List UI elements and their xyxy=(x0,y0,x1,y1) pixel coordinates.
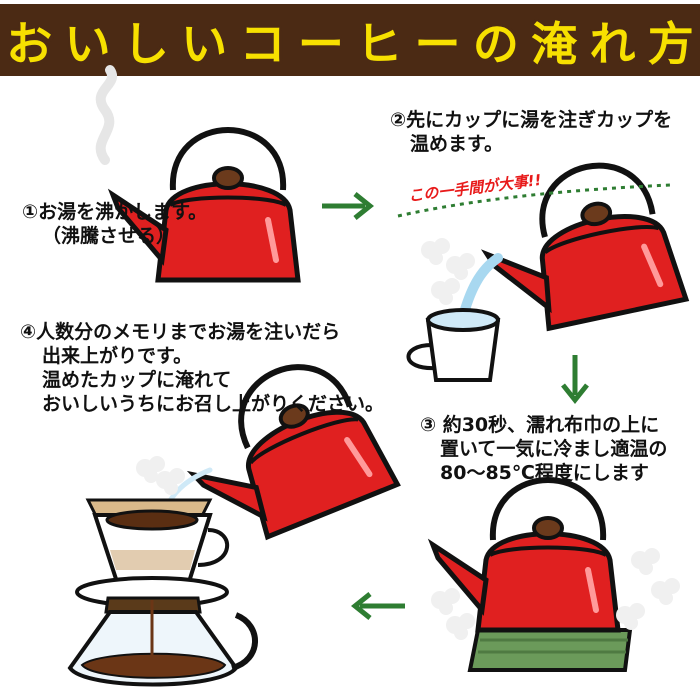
step3-line1: ③ 約30秒、濡れ布巾の上に xyxy=(420,414,660,436)
title-background xyxy=(0,4,700,76)
arrow-down-icon xyxy=(561,355,589,405)
step3-line3: 80〜85℃程度にします xyxy=(440,462,649,484)
coffee-dripper-icon xyxy=(67,498,258,687)
step1-text: ①お湯を沸かします。 （沸騰させる） xyxy=(22,200,207,248)
title-char: 方 xyxy=(647,17,694,71)
step4-text: ④人数分のメモリまでお湯を注いだら 出来上がりです。 温めたカップに淹れて おい… xyxy=(20,320,384,416)
step2-line1: ②先にカップに湯を注ぎカップを xyxy=(390,109,673,131)
title-char: コ xyxy=(239,17,286,71)
title-char: い xyxy=(181,17,228,71)
kettle-icon xyxy=(433,480,618,630)
step4-line3: 温めたカップに淹れて xyxy=(42,369,232,391)
title-char: 淹 xyxy=(531,17,578,71)
step3-line2: 置いて一気に冷まし適温の xyxy=(440,438,668,460)
step2-text: ②先にカップに湯を注ぎカップを 温めます。 xyxy=(390,108,672,156)
steam-icon xyxy=(95,65,117,165)
title-char: し xyxy=(122,17,169,71)
title-char: の xyxy=(472,17,519,71)
step1-line2: （沸騰させる） xyxy=(42,225,176,247)
dotted-line xyxy=(397,183,671,218)
steam-icon xyxy=(136,456,185,495)
towel-icon xyxy=(467,628,633,672)
step3-text: ③ 約30秒、濡れ布巾の上に 置いて一気に冷まし適温の 80〜85℃程度にします xyxy=(420,413,667,485)
title-char: ー xyxy=(414,17,461,71)
title-bar: お い し い コ ー ヒ ー の 淹 れ 方 xyxy=(0,0,700,82)
arrow-left-icon xyxy=(350,592,405,620)
step4-line4: おいしいうちにお召し上がりください。 xyxy=(42,393,385,415)
page-title: お い し い コ ー ヒ ー の 淹 れ 方 xyxy=(0,6,700,76)
step2-line2: 温めます。 xyxy=(410,133,504,155)
title-char: れ xyxy=(589,17,636,71)
arrow-right-icon xyxy=(322,192,375,220)
cup-icon xyxy=(406,308,501,382)
title-char: い xyxy=(64,17,111,71)
title-char: お xyxy=(6,17,53,71)
title-char: ヒ xyxy=(356,17,403,71)
step4-line1: ④人数分のメモリまでお湯を注いだら xyxy=(20,321,341,343)
step4-line2: 出来上がりです。 xyxy=(42,345,193,367)
title-char: ー xyxy=(297,17,344,71)
step1-line1: ①お湯を沸かします。 xyxy=(22,201,208,223)
